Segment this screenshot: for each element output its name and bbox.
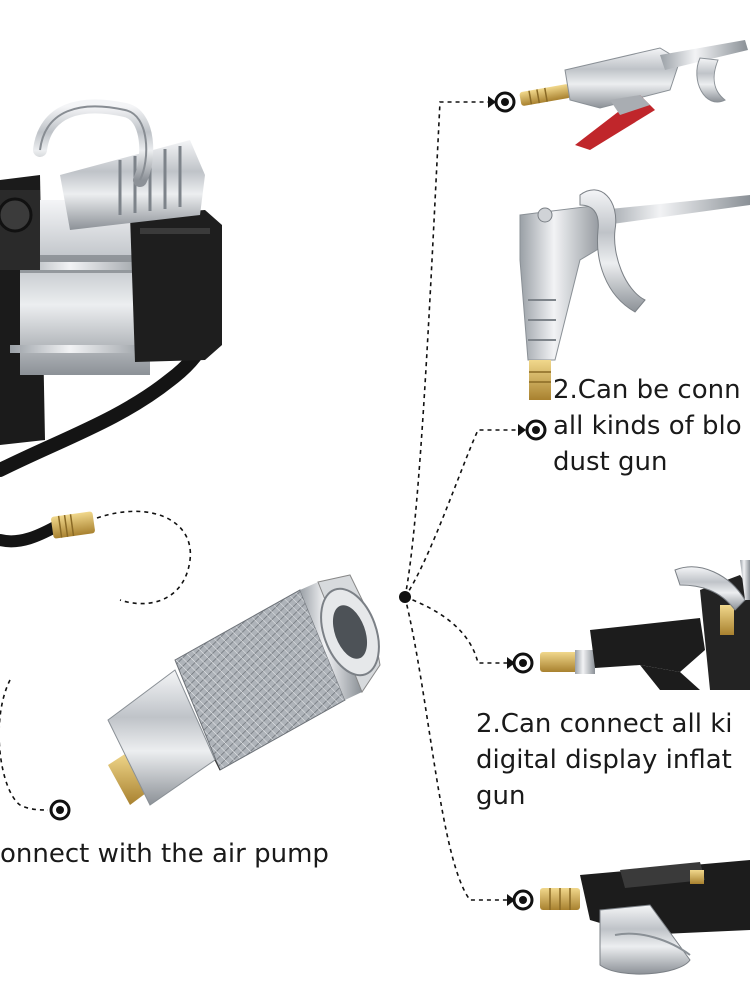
marker-tool-1 bbox=[488, 91, 516, 113]
air-compressor-image bbox=[0, 99, 222, 477]
spray-gun bbox=[540, 860, 750, 975]
marker-tool-2 bbox=[518, 419, 547, 441]
caption-blow-gun: 2.Can be conn all kinds of blo dust gun bbox=[553, 375, 742, 477]
marker-pump bbox=[49, 799, 71, 821]
caption-digital-inflator: 2.Can connect all ki digital display inf… bbox=[476, 709, 733, 811]
blow-gun-classic bbox=[519, 189, 750, 400]
tire-inflator-gun bbox=[540, 560, 750, 690]
marker-tool-3 bbox=[507, 652, 534, 674]
blow-gun-long-nozzle bbox=[519, 40, 748, 150]
compressor-hose-fitting bbox=[0, 511, 95, 548]
caption-pump-connection: onnect with the air pump bbox=[0, 839, 329, 869]
marker-tool-4 bbox=[507, 889, 534, 911]
connector-tree bbox=[404, 101, 520, 901]
connector-hub bbox=[399, 591, 411, 603]
connection-line-pump bbox=[0, 510, 192, 811]
quick-coupler-image bbox=[107, 574, 381, 806]
